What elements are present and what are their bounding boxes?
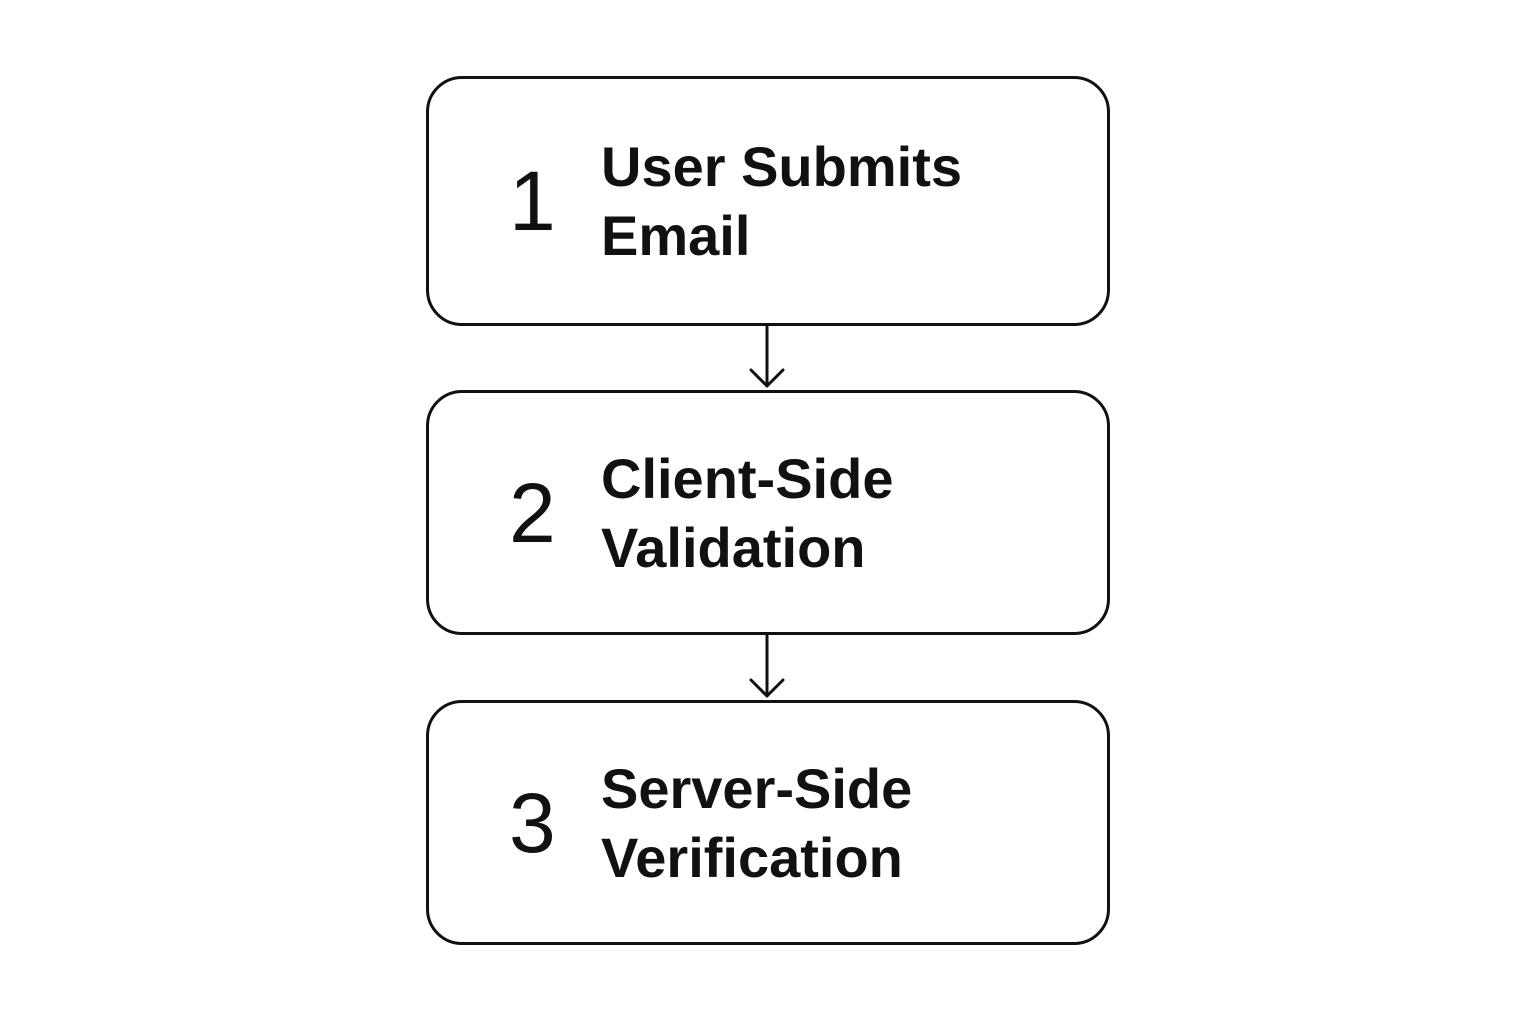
step-2-box: 2 Client-Side Validation (426, 390, 1110, 635)
arrow-2-to-3-head (749, 678, 785, 698)
step-3-box: 3 Server-Side Verification (426, 700, 1110, 945)
step-2-number: 2 (509, 465, 556, 560)
step-2-label-line-1: Client-Side (601, 446, 894, 510)
step-1-label-line-1: User Submits (601, 135, 962, 198)
step-1-number: 1 (509, 154, 556, 248)
arrow-1-to-2 (749, 324, 785, 388)
step-3-label-line-1: Server-Side (601, 756, 913, 820)
step-1-label: User Submits Email (601, 132, 962, 270)
step-1-box: 1 User Submits Email (426, 76, 1110, 326)
arrow-2-to-3 (749, 633, 785, 698)
step-3-label-line-2: Verification (601, 825, 903, 889)
step-3-label: Server-Side Verification (601, 754, 912, 892)
step-1-label-line-2: Email (601, 204, 751, 267)
step-2-label: Client-Side Validation (601, 444, 893, 582)
step-2-label-line-2: Validation (601, 515, 866, 579)
arrow-1-to-2-head (749, 368, 785, 388)
step-3-number: 3 (509, 775, 556, 870)
